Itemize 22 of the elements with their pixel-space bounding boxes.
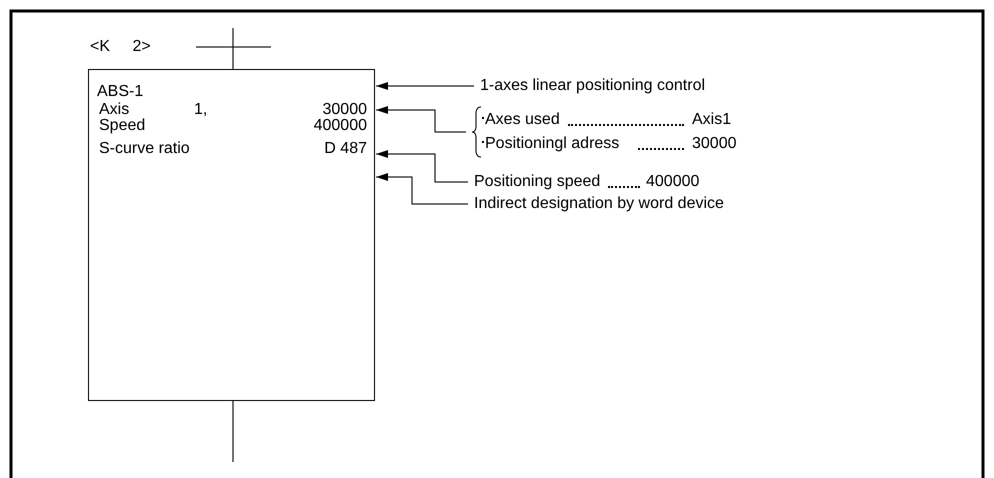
step-label: <K 2> — [90, 38, 151, 56]
annotation-text: Positioningl adress — [485, 135, 620, 153]
program-text: Axis — [99, 101, 130, 118]
annotation-text: Indirect designation by word device — [474, 195, 724, 213]
annotation-text: 1-axes linear positioning control — [480, 77, 706, 95]
leader-arrow — [376, 82, 474, 90]
annotation-text: Axis1 — [692, 111, 732, 129]
program-text: 1, — [194, 101, 208, 119]
program-text: 30000 — [322, 101, 367, 118]
leader-arrow — [376, 173, 468, 204]
annotation-text: 400000 — [646, 173, 700, 191]
annotation-text: Axes used — [485, 111, 560, 129]
leader-arrow — [376, 106, 466, 132]
program-text: 400000 — [314, 117, 367, 135]
program-text: ABS-1 — [97, 83, 144, 101]
program-text: D 487 — [324, 140, 367, 158]
program-text: Speed — [99, 117, 146, 135]
annotation-text: Positioning speed — [474, 173, 600, 191]
program-step-box — [88, 69, 375, 401]
leader-arrow — [376, 150, 468, 182]
annotation-text: 30000 — [692, 135, 736, 153]
program-text: S-curve ratio — [99, 140, 190, 158]
